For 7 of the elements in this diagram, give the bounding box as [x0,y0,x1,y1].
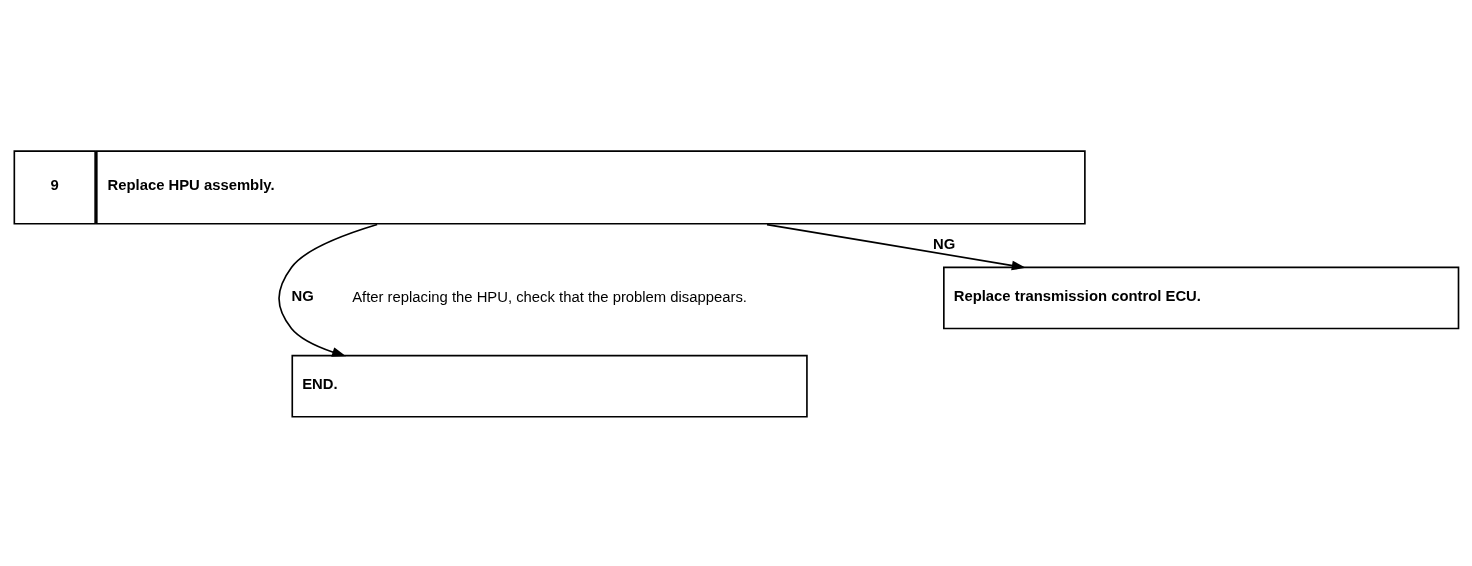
edge-label: NG [933,235,956,252]
node-box: Replace transmission control ECU. [943,266,1460,329]
edge-label: NG [291,287,314,304]
arrow [278,223,378,357]
arrow [766,223,1026,270]
node-box: END. [291,354,808,418]
label: After replacing the HPU, check that the problem disappears. [352,288,748,305]
